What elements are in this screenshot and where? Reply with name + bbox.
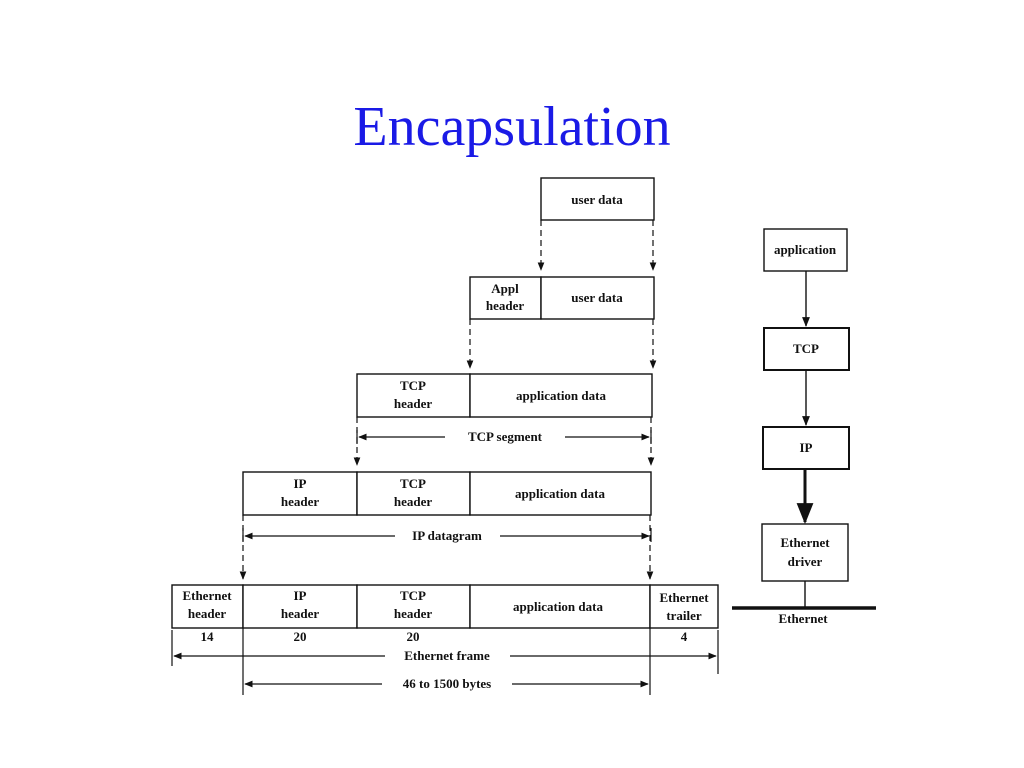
- row5-tcp-header-label-line2: header: [394, 606, 433, 621]
- stack-ethernet-driver-label-line1: Ethernet: [780, 535, 830, 550]
- row4-tcp-header-label-line1: TCP: [400, 476, 426, 491]
- row5-tcp-header-label-line1: TCP: [400, 588, 426, 603]
- stack-tcp-box: [763, 327, 850, 371]
- stack-ip-box: [762, 426, 850, 470]
- ethernet-frame-label: Ethernet frame: [404, 648, 490, 663]
- payload-range-label: 46 to 1500 bytes: [403, 676, 491, 691]
- row3-application-data-box: [469, 373, 653, 418]
- row5-tcp-header-box: [356, 584, 471, 629]
- row1-user-data-label: user data: [571, 192, 623, 207]
- slide-title: Encapsulation: [353, 96, 671, 158]
- row4-tcp-header-label-line2: header: [394, 494, 433, 509]
- row5-ethernet-header-label-line1: Ethernet: [182, 588, 232, 603]
- stack-tcp-label: TCP: [793, 341, 819, 356]
- row5-ip-header-box: [242, 584, 358, 629]
- row1-user-data-box: [540, 177, 655, 221]
- row2-user-data-box: [540, 276, 655, 320]
- stack-application-box: [763, 228, 848, 272]
- row3-tcp-header-box: [356, 373, 471, 418]
- row5-application-data-box: [469, 584, 651, 629]
- row5-ethernet-trailer-label-line2: trailer: [666, 608, 702, 623]
- row3-tcp-header-label-line2: header: [394, 396, 433, 411]
- ip-datagram-label: IP datagram: [412, 528, 482, 543]
- row2-appl-header-label-line1: Appl: [491, 281, 519, 296]
- row4-ip-header-label-line2: header: [281, 494, 320, 509]
- row5-ethernet-trailer-label-line1: Ethernet: [659, 590, 709, 605]
- row4-application-data-label: application data: [515, 486, 605, 501]
- tcp-segment-label: TCP segment: [468, 429, 543, 444]
- size-ip-header: 20: [294, 629, 307, 644]
- row3-application-data-label: application data: [516, 388, 606, 403]
- row5-ethernet-header-label-line2: header: [188, 606, 227, 621]
- row4-ip-header-box: [242, 471, 358, 516]
- ethernet-wire-label: Ethernet: [778, 611, 828, 626]
- row3-tcp-header-label-line1: TCP: [400, 378, 426, 393]
- row2-appl-header-label-line2: header: [486, 298, 525, 313]
- row5-ip-header-label-line1: IP: [294, 588, 307, 603]
- stack-ethernet-driver-label-line2: driver: [788, 554, 823, 569]
- size-tcp-header: 20: [407, 629, 420, 644]
- row2-user-data-label: user data: [571, 290, 623, 305]
- stack-application-label: application: [774, 242, 837, 257]
- stack-ethernet-driver-box: [761, 523, 849, 582]
- size-ethernet-trailer: 4: [681, 629, 688, 644]
- row5-ethernet-header-box: [171, 584, 244, 629]
- row4-ip-header-label-line1: IP: [294, 476, 307, 491]
- row5-ip-header-label-line2: header: [281, 606, 320, 621]
- size-ethernet-header: 14: [201, 629, 215, 644]
- row5-application-data-label: application data: [513, 599, 603, 614]
- row4-application-data-box: [469, 471, 652, 516]
- row2-appl-header-box: [469, 276, 542, 320]
- row5-ethernet-trailer-box: [649, 584, 719, 629]
- stack-ip-label: IP: [800, 440, 813, 455]
